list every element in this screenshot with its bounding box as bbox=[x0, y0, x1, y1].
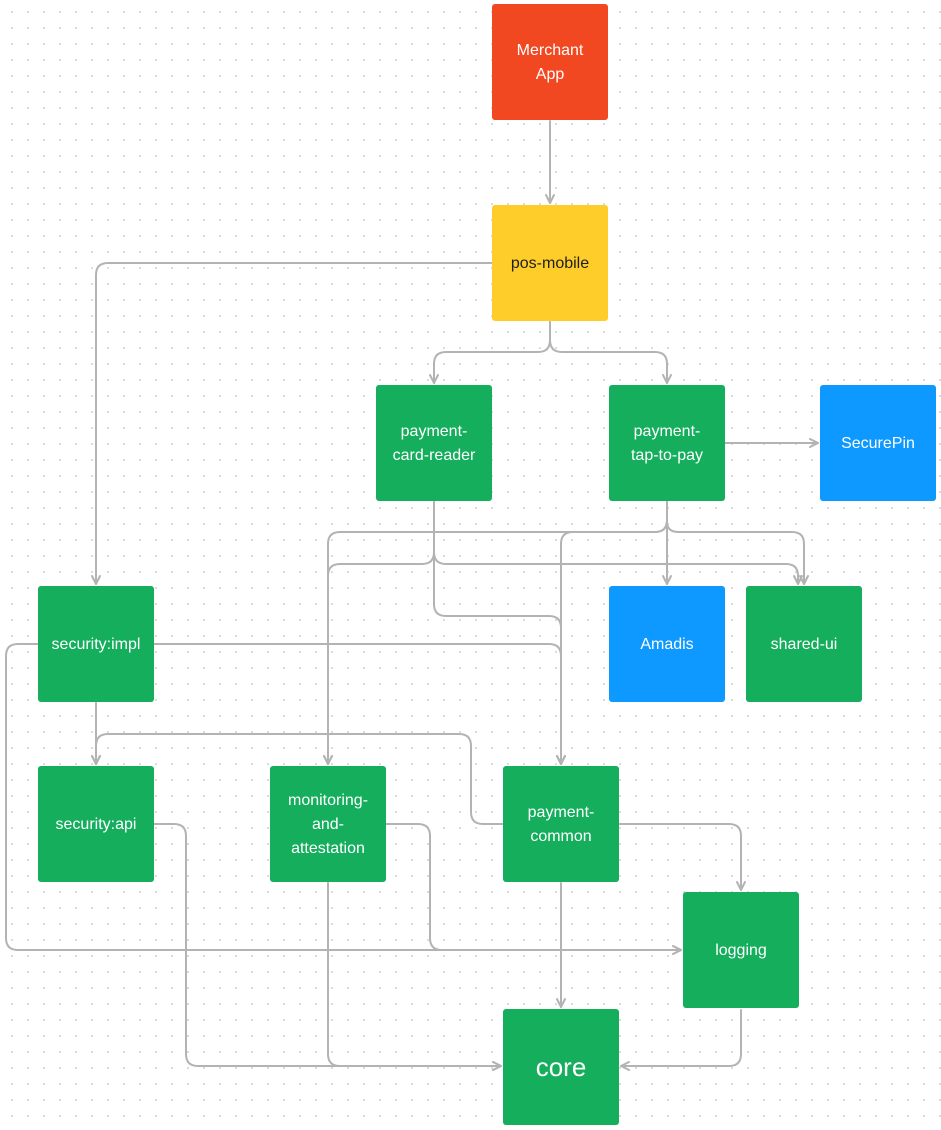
node-label-security-api: security:api bbox=[56, 816, 137, 833]
node-label-line: security:impl bbox=[52, 636, 141, 653]
node-pos-mobile[interactable]: pos-mobile bbox=[492, 205, 608, 321]
connectors bbox=[5, 120, 819, 1071]
connector-monitoring-and-attestation-to-core bbox=[327, 882, 502, 1071]
node-logging[interactable]: logging bbox=[683, 892, 799, 1008]
connector-payment-common-to-security-api bbox=[91, 733, 504, 825]
node-label-line: shared-ui bbox=[771, 636, 838, 653]
node-label-line: payment- bbox=[401, 423, 468, 440]
node-label-shared-ui: shared-ui bbox=[771, 636, 838, 653]
node-amadis[interactable]: Amadis bbox=[609, 586, 725, 702]
node-box-logging bbox=[683, 892, 799, 1008]
node-shared-ui[interactable]: shared-ui bbox=[746, 586, 862, 702]
connector-security-impl-to-payment-common bbox=[153, 643, 566, 765]
node-security-api[interactable]: security:api bbox=[38, 766, 154, 882]
node-box-security-impl bbox=[38, 586, 154, 702]
node-label-line: payment- bbox=[634, 423, 701, 440]
node-box-securepin bbox=[820, 385, 936, 501]
connector-security-api-to-core bbox=[153, 823, 502, 1071]
node-label-payment-tap-to-pay: payment-tap-to-pay bbox=[631, 423, 703, 464]
node-box-merchant-app bbox=[492, 4, 608, 120]
connector-monitoring-and-attestation-to-logging bbox=[385, 823, 682, 955]
node-box-shared-ui bbox=[746, 586, 862, 702]
node-core[interactable]: core bbox=[503, 1009, 619, 1125]
connector-payment-common-to-logging bbox=[618, 823, 746, 891]
node-payment-common[interactable]: payment-common bbox=[503, 766, 619, 882]
node-box-amadis bbox=[609, 586, 725, 702]
node-label-line: monitoring- bbox=[288, 792, 368, 809]
node-label-line: attestation bbox=[291, 840, 365, 857]
node-box-payment-tap-to-pay bbox=[609, 385, 725, 501]
node-label-amadis: Amadis bbox=[640, 636, 693, 653]
node-label-line: Amadis bbox=[640, 636, 693, 653]
node-label-line: tap-to-pay bbox=[631, 447, 703, 464]
connector-payment-tap-to-pay-to-payment-common bbox=[556, 501, 668, 765]
node-box-security-api bbox=[38, 766, 154, 882]
node-label-line: logging bbox=[715, 942, 767, 959]
node-securepin[interactable]: SecurePin bbox=[820, 385, 936, 501]
node-label-line: payment- bbox=[528, 804, 595, 821]
node-label-pos-mobile: pos-mobile bbox=[511, 255, 589, 272]
node-label-line: security:api bbox=[56, 816, 137, 833]
node-label-line: common bbox=[530, 828, 591, 845]
connector-payment-card-reader-to-monitoring-and-attestation bbox=[323, 501, 435, 765]
node-label-securepin: SecurePin bbox=[841, 435, 915, 452]
connector-pos-mobile-to-payment-card-reader bbox=[429, 321, 551, 384]
node-label-line: card-reader bbox=[393, 447, 476, 464]
connector-pos-mobile-to-security-impl bbox=[91, 262, 493, 585]
connector-security-impl-to-logging bbox=[5, 643, 682, 955]
node-payment-tap-to-pay[interactable]: payment-tap-to-pay bbox=[609, 385, 725, 501]
node-box-payment-card-reader bbox=[376, 385, 492, 501]
node-label-monitoring-and-attestation: monitoring-and-attestation bbox=[288, 792, 368, 857]
connector-logging-to-core bbox=[620, 1009, 742, 1071]
node-label-logging: logging bbox=[715, 942, 767, 959]
node-label-core: core bbox=[536, 1052, 587, 1082]
node-label-line: and- bbox=[312, 816, 344, 833]
connector-pos-mobile-to-payment-tap-to-pay bbox=[549, 321, 672, 384]
node-label-line: pos-mobile bbox=[511, 255, 589, 272]
node-label-line: Merchant bbox=[517, 42, 584, 59]
node-box-monitoring-and-attestation bbox=[270, 766, 386, 882]
node-box-core bbox=[503, 1009, 619, 1125]
node-box-payment-common bbox=[503, 766, 619, 882]
connector-payment-card-reader-to-payment-common bbox=[433, 501, 566, 765]
node-monitoring-and-attestation[interactable]: monitoring-and-attestation bbox=[270, 766, 386, 882]
node-label-security-impl: security:impl bbox=[52, 636, 141, 653]
node-security-impl[interactable]: security:impl bbox=[38, 586, 154, 702]
connector-payment-tap-to-pay-to-shared-ui bbox=[666, 501, 809, 585]
node-label-line: SecurePin bbox=[841, 435, 915, 452]
node-payment-card-reader[interactable]: payment-card-reader bbox=[376, 385, 492, 501]
connector-payment-card-reader-to-shared-ui bbox=[433, 501, 803, 585]
node-label-payment-card-reader: payment-card-reader bbox=[393, 423, 476, 464]
node-label-payment-common: payment-common bbox=[528, 804, 595, 845]
node-label-line: core bbox=[536, 1052, 587, 1082]
node-box-pos-mobile bbox=[492, 205, 608, 321]
node-label-line: App bbox=[536, 66, 565, 83]
